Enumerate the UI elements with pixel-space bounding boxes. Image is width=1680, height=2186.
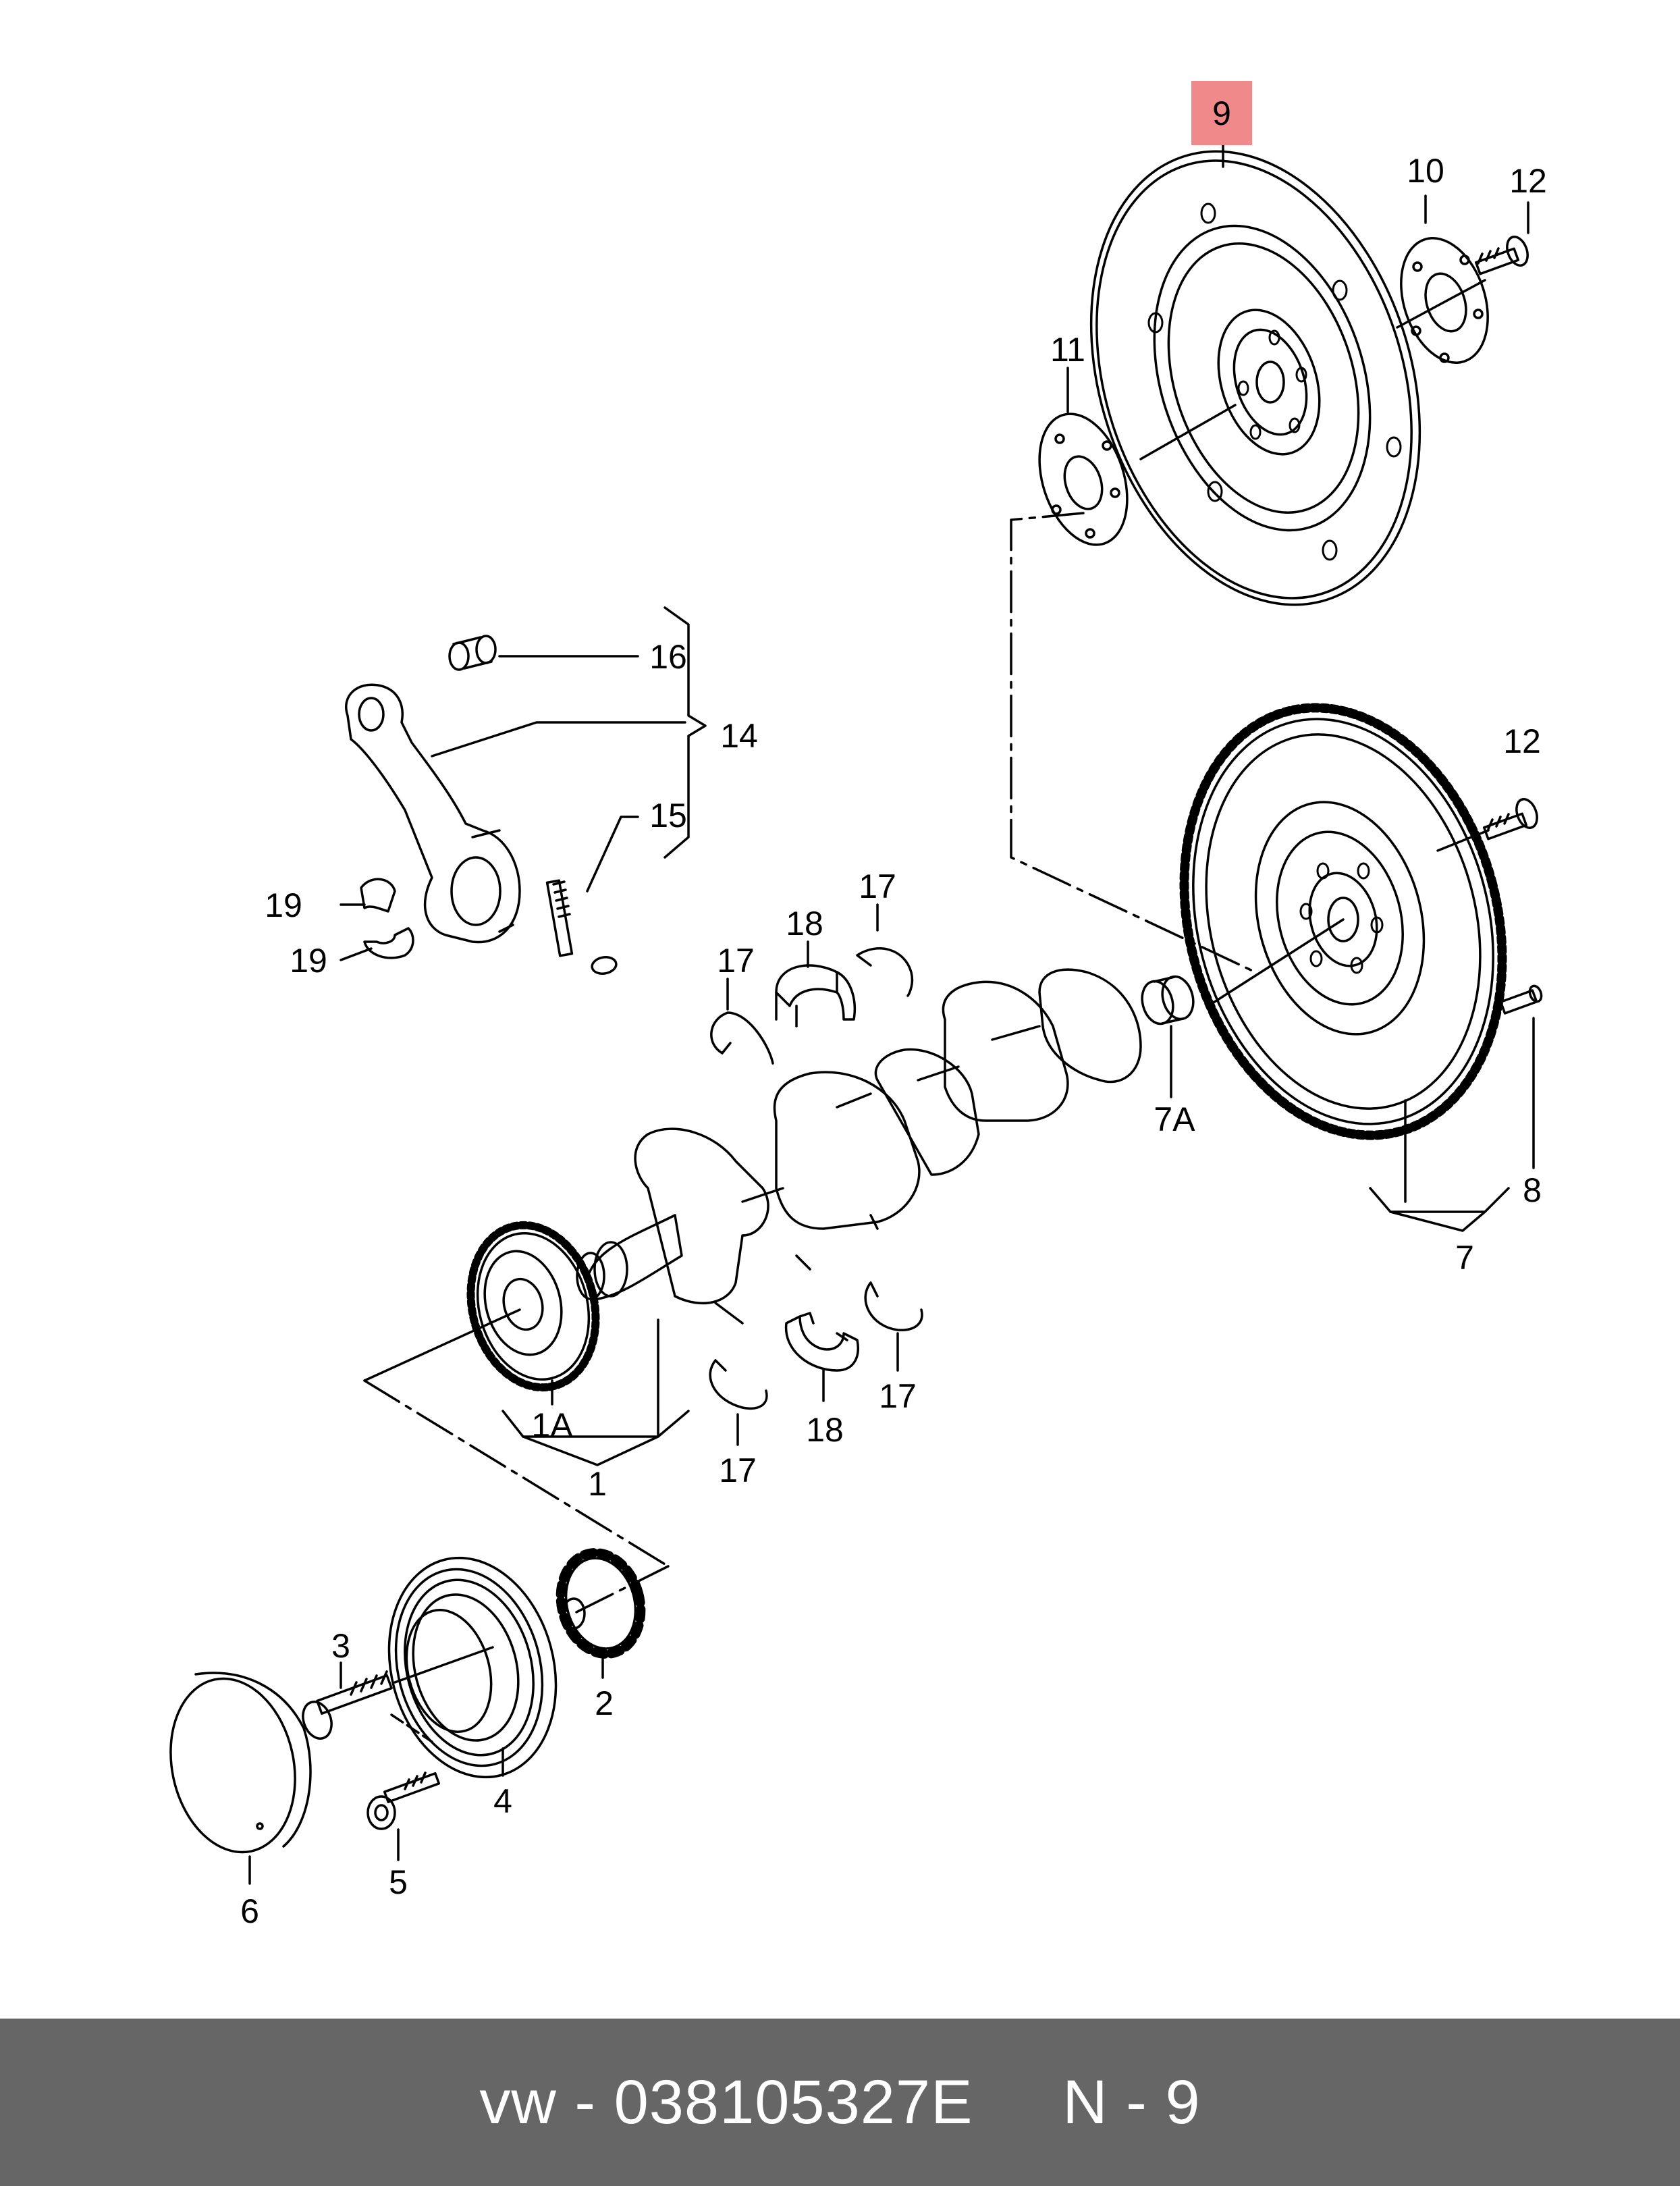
callout-3[interactable]: 3 [331,1627,350,1665]
callout-18-top[interactable]: 18 [786,905,823,942]
callout-6[interactable]: 6 [240,1892,259,1930]
con-rod-bearing-19-lower [363,927,414,959]
callout-12-lower[interactable]: 12 [1503,722,1541,760]
position-label: N - 9 [1062,2067,1201,2137]
spacer-plate-part [1038,412,1129,546]
callout-14[interactable]: 14 [720,717,758,755]
vibration-damper-part [387,1556,558,1779]
brand-label: vw [479,2067,557,2137]
callout-16[interactable]: 16 [649,638,687,676]
callout-4[interactable]: 4 [493,1782,512,1820]
callout-19-upper[interactable]: 19 [265,886,302,924]
callout-17-bottom-left[interactable]: 17 [719,1451,757,1489]
callout-17-bottom-right[interactable]: 17 [879,1377,917,1415]
cover-cap-part [169,1672,312,1854]
thrust-washer-17-bottom-left [709,1359,768,1410]
bearing-shell-18-top [775,964,856,1028]
bolt-flywheel-part [1436,798,1538,852]
callout-7A[interactable]: 7A [1154,1100,1195,1138]
callout-17-top-right[interactable]: 17 [859,868,896,905]
dowel-pin-part [1499,984,1543,1015]
crank-gear-part [363,1221,600,1392]
callout-2[interactable]: 2 [595,1684,614,1722]
bolt-top-part [1474,236,1529,275]
connecting-rod-part [345,683,521,944]
part-number: 038105327E [614,2067,973,2137]
callout-12-top[interactable]: 12 [1509,162,1547,200]
thrust-washer-17-top-right [856,947,914,997]
part-info-bar: vw - 038105327E N - 9 [0,2019,1680,2186]
flywheel-part [1179,703,1507,1140]
callout-1[interactable]: 1 [588,1465,607,1503]
highlight-box-9 [1191,81,1252,145]
con-rod-bolt-part [545,879,618,975]
callout-7[interactable]: 7 [1455,1239,1474,1277]
callout-10[interactable]: 10 [1407,152,1444,190]
con-rod-bearing-19-upper [360,878,396,913]
needle-bearing-part [1141,975,1195,1025]
callout-19-lower[interactable]: 19 [290,942,327,980]
flexplate-part [1089,150,1421,606]
piston-pin-bushing-part [448,635,497,671]
bearing-shell-18-bottom [784,1312,859,1372]
callout-15[interactable]: 15 [649,797,687,834]
crankshaft-part [576,968,1142,1325]
callout-9[interactable]: 9 [1212,95,1231,132]
spacer [973,2068,1062,2137]
timing-sprocket-part [556,1548,646,1659]
pulley-bolt-part [302,1646,494,1740]
callout-8[interactable]: 8 [1523,1171,1542,1209]
callout-18-bottom[interactable]: 18 [806,1411,844,1449]
thrust-washer-17-bottom-right [864,1281,923,1331]
callout-17-top-left[interactable]: 17 [717,942,755,980]
damper-bolt-part [367,1771,441,1830]
thrust-washer-17-top-left [710,1011,774,1065]
part-info-text: vw - 038105327E N - 9 [479,2067,1200,2138]
callout-1A[interactable]: 1A [531,1406,573,1444]
callout-5[interactable]: 5 [389,1863,408,1901]
shim-plate-part [1400,237,1489,364]
separator: - [556,2067,614,2137]
callout-11[interactable]: 11 [1050,331,1085,369]
parts-diagram: 9 10 12 11 16 14 15 19 19 17 18 17 12 7A… [169,81,1547,1930]
